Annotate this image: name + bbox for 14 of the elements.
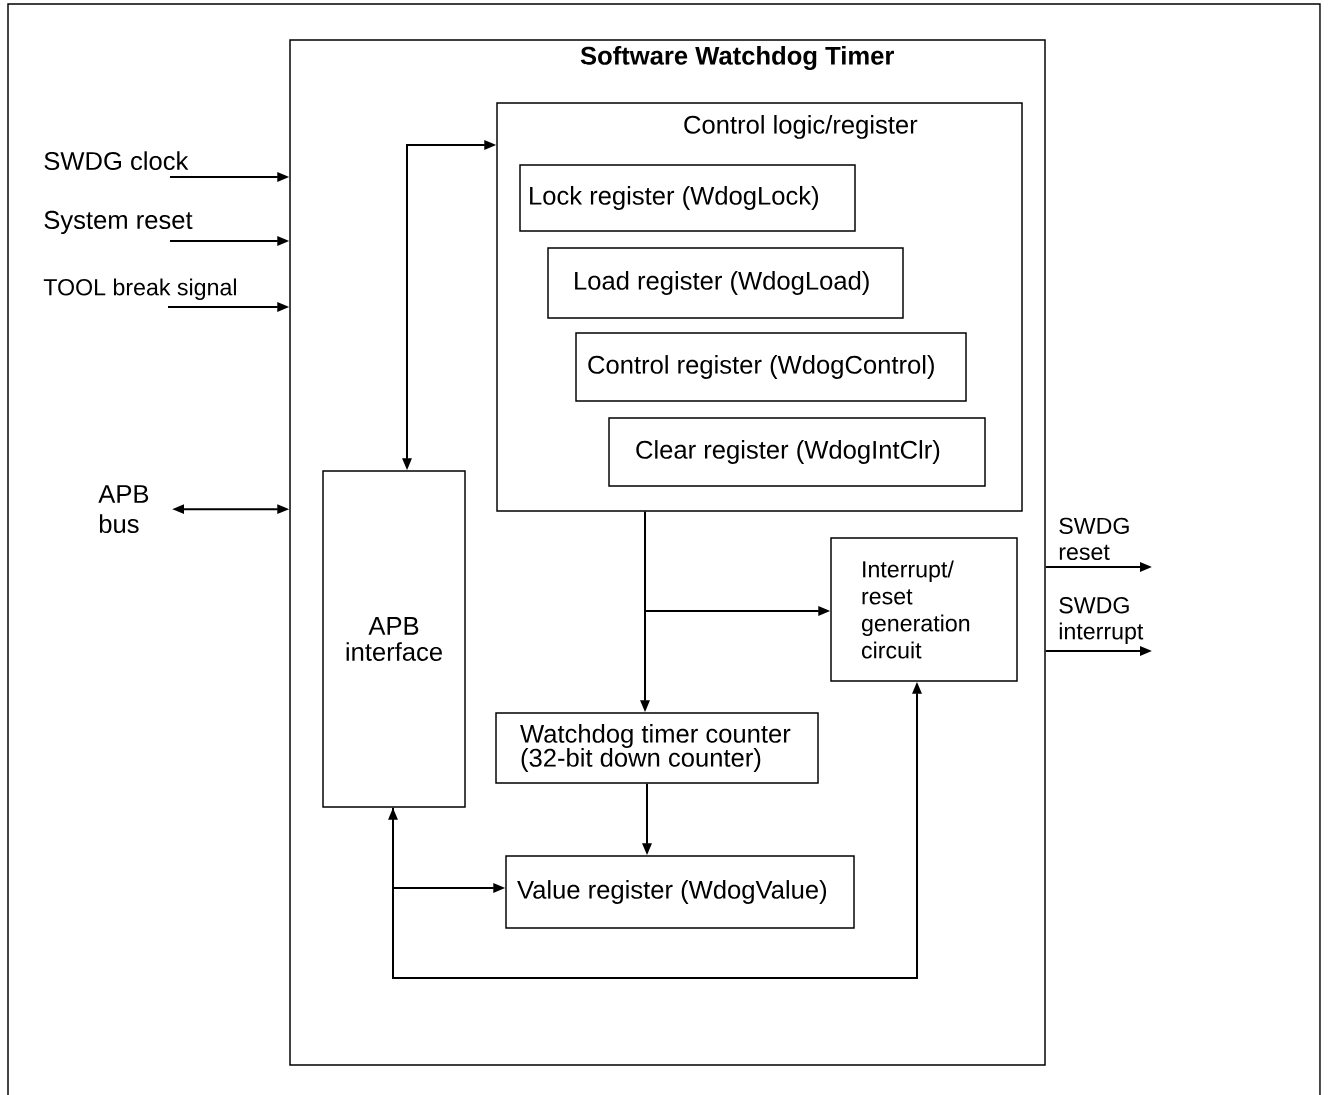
interface-box: APB interface: [322, 470, 466, 808]
register-box: Clear register (WdogIntClr): [608, 417, 986, 487]
register-box: Value register (WdogValue): [505, 855, 855, 929]
register-box: Lock register (WdogLock): [519, 164, 856, 232]
signal-label: APB bus: [98, 485, 149, 534]
signal-label: TOOL break signal: [43, 278, 236, 301]
signal-label: SWDG clock: [44, 151, 189, 171]
register-box: Load register (WdogLoad): [547, 247, 904, 319]
register-box: Control register (WdogControl): [575, 332, 967, 402]
signal-label: System reset: [44, 210, 193, 235]
counter-box: Watchdog timer counter (32-bit down counter): [495, 712, 819, 784]
signal-label: SWDG reset: [1059, 517, 1129, 561]
circuit-box: Interrupt/ reset generation circuit: [830, 537, 1018, 682]
signal-label: SWDG interrupt: [1059, 597, 1144, 645]
